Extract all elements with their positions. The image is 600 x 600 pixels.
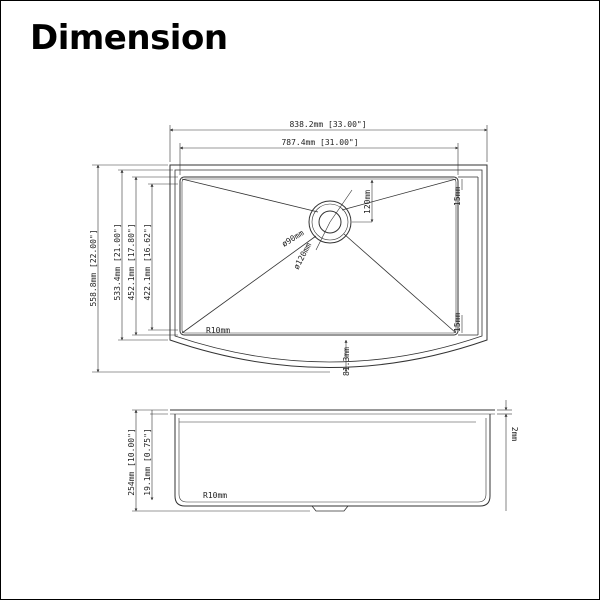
depth-422-label: 422.1mm [16.62"]	[143, 223, 152, 300]
drain-outer-label: ø120mm	[292, 241, 314, 271]
overall-depth-label: 558.8mm [22.00"]	[89, 229, 98, 306]
bowl-outline	[179, 176, 459, 336]
page-title: Dimension	[30, 18, 228, 58]
drain-offset-label: 120mm	[363, 190, 372, 214]
top-view	[92, 125, 488, 373]
side-height-label: 254mm [10.00"]	[127, 428, 136, 495]
drain-mid	[311, 203, 349, 241]
side-corner-radius-label: R10mm	[203, 491, 227, 500]
drain-outer	[308, 200, 352, 244]
depth-452-label: 452.1mm [17.80"]	[127, 223, 136, 300]
overall-width-label: 838.2mm [33.00"]	[289, 120, 366, 129]
lip-top-label: 15mm	[453, 187, 462, 206]
side-drain	[311, 505, 349, 512]
side-flange-label: 19.1mm [0.75"]	[143, 428, 152, 495]
corner-radius-label: R10mm	[206, 326, 230, 335]
slope-lines	[181, 178, 457, 334]
side-body	[174, 414, 491, 507]
bowl-width-label: 787.4mm [31.00"]	[281, 138, 358, 147]
bowl-inner-outline	[181, 178, 457, 334]
apron-curve-label: 81.3mm	[342, 347, 351, 376]
drain-inner-label: ø90mm	[280, 228, 305, 248]
sink-rim	[174, 169, 483, 363]
depth-533-label: 533.4mm [21.00"]	[113, 223, 122, 300]
side-view	[132, 400, 512, 512]
drain-inner	[318, 210, 342, 234]
lip-bottom-label: 15mm	[453, 313, 462, 332]
side-thickness-label: 2mm	[510, 427, 519, 442]
sink-outer-outline	[169, 164, 488, 368]
